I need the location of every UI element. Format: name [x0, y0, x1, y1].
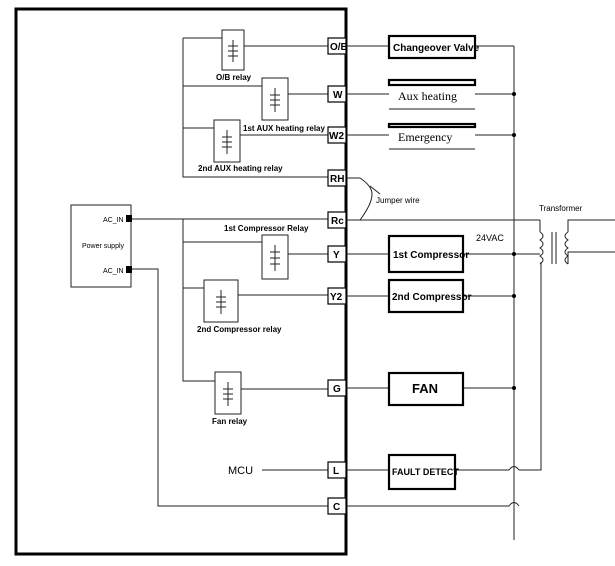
- jumper-wire-label: Jumper wire: [376, 196, 420, 205]
- terminal-w2: W2: [329, 131, 344, 142]
- aux-heating-top-bar: [387, 78, 477, 87]
- ac-in-pin-2: [126, 266, 132, 273]
- emergency-top-bar: [387, 122, 477, 129]
- vac-label: 24VAC: [476, 233, 504, 243]
- aux1-relay: [261, 77, 328, 121]
- fan-label: FAN: [412, 381, 438, 396]
- aux2-relay: [213, 119, 328, 163]
- field-wiring: [346, 45, 542, 540]
- common-wire: [132, 268, 328, 507]
- terminal-g: G: [333, 384, 341, 395]
- ob-relay: [221, 29, 328, 71]
- ac-in-1-label: AC_IN: [103, 217, 124, 224]
- terminal-rh: RH: [330, 174, 344, 185]
- power-supply-box: [70, 204, 132, 288]
- compressor-1-box: [387, 234, 465, 274]
- compressor-2-box: [387, 278, 465, 314]
- terminal-ob: O/B: [330, 42, 348, 53]
- relay-bus: [182, 37, 328, 382]
- terminal-y2: Y2: [330, 292, 343, 303]
- compressor-1-label: 1st Compressor: [393, 250, 469, 261]
- junction-dots: [512, 92, 516, 390]
- transformer-symbol: [539, 219, 615, 265]
- comp2-relay: [203, 279, 328, 323]
- ac-in-2-label: AC_IN: [103, 268, 124, 275]
- terminal-c: C: [333, 502, 340, 513]
- comp1-relay: [261, 234, 328, 280]
- ac-in-pin-1: [126, 215, 132, 222]
- fault-detect-box: [387, 453, 457, 491]
- aux-heating-label: Aux heating: [398, 89, 457, 103]
- controller-board: [14, 7, 348, 556]
- terminal-w: W: [333, 90, 343, 101]
- terminal-y: Y: [333, 250, 340, 261]
- transformer-label: Transformer: [539, 204, 583, 213]
- terminal-rc: Rc: [331, 216, 344, 227]
- jumper-arrow: [369, 185, 381, 195]
- fan-relay-label: Fan relay: [212, 417, 248, 426]
- heater-bottom-lines: [389, 108, 475, 150]
- ob-relay-label: O/B relay: [216, 73, 252, 82]
- mcu-label: MCU: [228, 465, 253, 477]
- terminal-l: L: [333, 466, 339, 477]
- fault-detect-label: FAULT DETECT: [392, 467, 459, 477]
- fan-box: [387, 371, 465, 407]
- compressor-2-label: 2nd Compressor: [392, 292, 472, 303]
- emergency-label: Emergency: [398, 130, 452, 144]
- fan-relay: [214, 371, 328, 415]
- aux1-relay-label: 1st AUX heating relay: [243, 124, 326, 133]
- aux2-relay-label: 2nd AUX heating relay: [198, 164, 283, 173]
- changeover-valve-box: [387, 34, 477, 60]
- comp2-relay-label: 2nd Compressor relay: [197, 325, 282, 334]
- changeover-valve-label: Changeover Valve: [393, 43, 480, 54]
- comp1-relay-label: 1st Compressor Relay: [224, 224, 309, 233]
- power-supply-title: Power supply: [82, 243, 125, 250]
